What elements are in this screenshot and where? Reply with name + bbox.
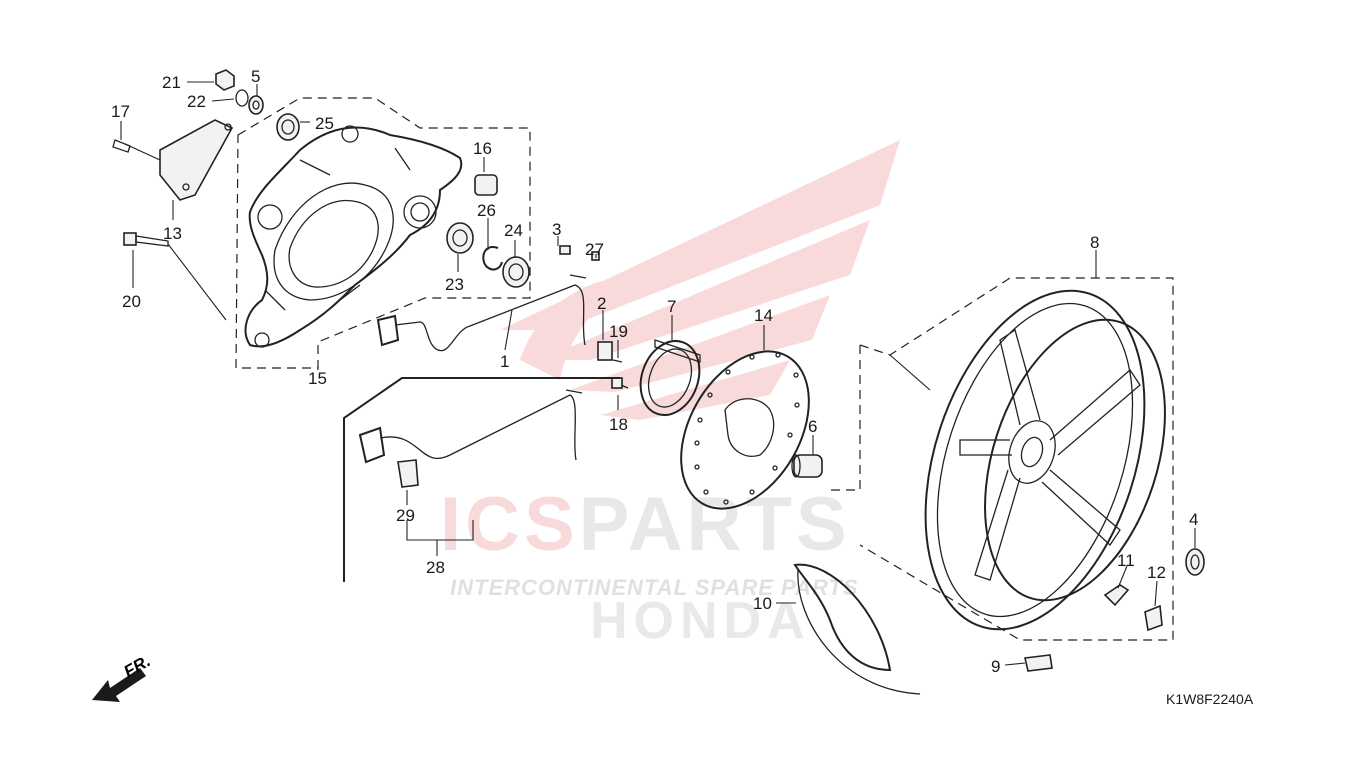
bearings bbox=[446, 174, 530, 288]
long-bolt bbox=[123, 232, 227, 321]
collar bbox=[791, 454, 823, 478]
callout-5: 5 bbox=[251, 67, 260, 86]
callout-9: 9 bbox=[991, 657, 1000, 676]
callout-3: 3 bbox=[552, 220, 561, 239]
callout-22: 22 bbox=[187, 92, 206, 111]
disc-holes bbox=[694, 352, 800, 505]
callout-28: 28 bbox=[426, 558, 445, 577]
callout-21: 21 bbox=[162, 73, 181, 92]
rear-fork-housing bbox=[235, 97, 531, 369]
front-direction-label: FR. bbox=[121, 651, 154, 681]
watermark-tagline: INTERCONTINENTAL SPARE PARTS bbox=[450, 575, 859, 600]
callout-23: 23 bbox=[445, 275, 464, 294]
watermark-brand: ICSPARTS bbox=[440, 482, 851, 567]
sensor-kit-box bbox=[343, 377, 620, 582]
callout-4: 4 bbox=[1189, 510, 1198, 529]
callout-20: 20 bbox=[122, 292, 141, 311]
callout-27: 27 bbox=[585, 240, 604, 259]
mud-guard bbox=[793, 563, 921, 695]
callout-15: 15 bbox=[308, 369, 327, 388]
callout-17: 17 bbox=[111, 102, 130, 121]
diagram-code: K1W8F2240A bbox=[1166, 691, 1254, 707]
callout-14: 14 bbox=[754, 306, 773, 325]
callout-26: 26 bbox=[477, 201, 496, 220]
front-direction-arrow: FR. bbox=[92, 651, 154, 702]
callout-16: 16 bbox=[473, 139, 492, 158]
callout-25: 25 bbox=[315, 114, 334, 133]
speed-sensor-upper bbox=[376, 245, 629, 389]
leader-lines bbox=[120, 81, 1196, 666]
watermark: ICSPARTS INTERCONTINENTAL SPARE PARTS HO… bbox=[440, 140, 900, 650]
callout-18: 18 bbox=[609, 415, 628, 434]
cover-plate bbox=[112, 119, 234, 201]
callout-1: 1 bbox=[500, 352, 509, 371]
callout-19: 19 bbox=[609, 322, 628, 341]
watermark-maker: HONDA bbox=[590, 592, 811, 650]
callout-8: 8 bbox=[1090, 233, 1099, 252]
tone-ring bbox=[639, 339, 701, 416]
callout-2: 2 bbox=[597, 294, 606, 313]
callout-6: 6 bbox=[808, 417, 817, 436]
callout-24: 24 bbox=[504, 221, 523, 240]
callout-12: 12 bbox=[1147, 563, 1166, 582]
callout-10: 10 bbox=[753, 594, 772, 613]
brake-disc bbox=[680, 350, 810, 510]
callout-7: 7 bbox=[667, 297, 676, 316]
callout-29: 29 bbox=[396, 506, 415, 525]
callout-13: 13 bbox=[163, 224, 182, 243]
hardware-stack bbox=[215, 69, 300, 141]
callout-labels: 1 2 3 4 5 6 7 8 9 10 11 12 13 14 15 16 1… bbox=[111, 67, 1198, 676]
small-parts bbox=[1024, 548, 1205, 672]
callout-11: 11 bbox=[1117, 551, 1135, 570]
rear-wheel bbox=[828, 277, 1174, 641]
